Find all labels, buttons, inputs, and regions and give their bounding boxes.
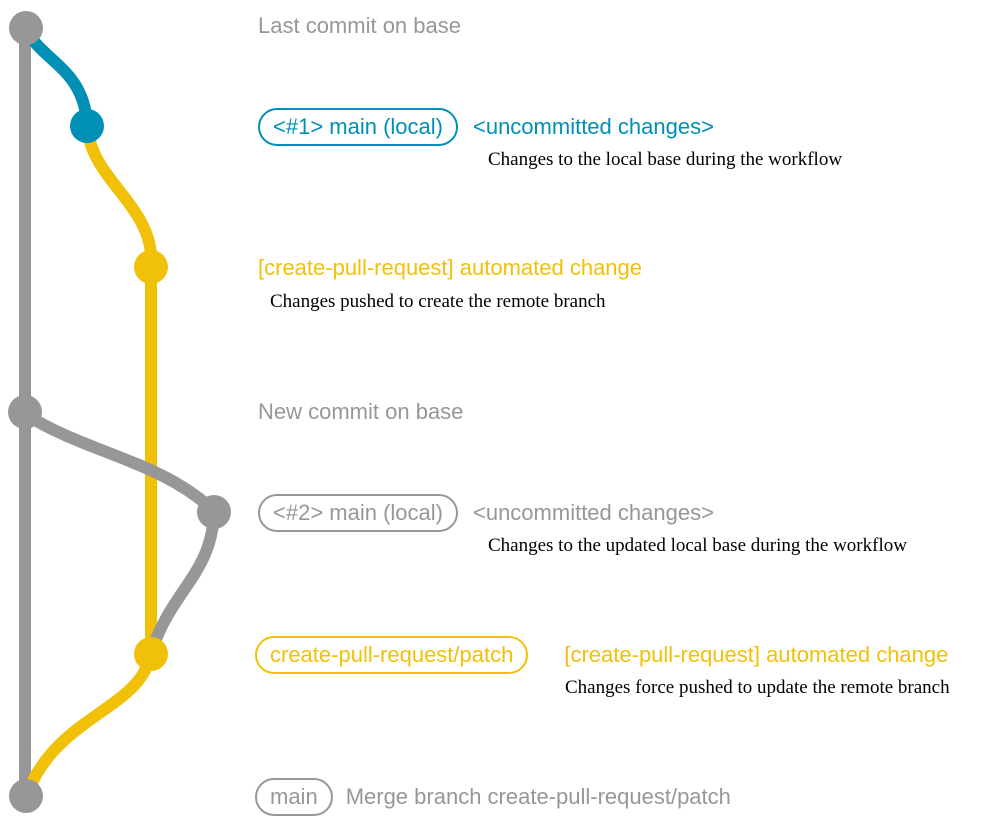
commit-dot-new-commit-on-base [8, 395, 42, 429]
row-merge: main Merge branch create-pull-request/pa… [255, 777, 731, 817]
commit-dot-automated-change-1 [134, 250, 168, 284]
commit-message: [create-pull-request] automated change [258, 255, 643, 280]
commit-message: Last commit on base [258, 13, 461, 38]
commit-line: <#1> main (local) <uncommitted changes> [258, 107, 842, 147]
commit-line: main Merge branch create-pull-request/pa… [255, 777, 731, 817]
row-uncommitted-changes-2: <#2> main (local) <uncommitted changes> … [258, 493, 907, 559]
row-automated-change-2: create-pull-request/patch [create-pull-r… [255, 635, 950, 701]
commit-dot-automated-change-2 [134, 637, 168, 671]
commit-message: <uncommitted changes> [472, 500, 714, 525]
branch-label-main-local-2: <#2> main (local) [258, 494, 458, 532]
commit-dot-uncommitted-changes-1 [70, 109, 104, 143]
commit-note: Changes pushed to create the remote bran… [270, 291, 606, 312]
commit-message: Merge branch create-pull-request/patch [345, 784, 731, 809]
commit-note: Changes to the local base during the wor… [488, 149, 843, 170]
commit-message: [create-pull-request] automated change [564, 642, 949, 667]
git-graph [8, 11, 231, 813]
row-last-commit: Last commit on base [258, 12, 461, 40]
branch-label-create-pull-request-patch: create-pull-request/patch [255, 636, 529, 674]
uncommitted-changes-branch-line [21, 27, 93, 125]
commit-line: create-pull-request/patch [create-pull-r… [255, 635, 950, 675]
main-local-2-branch-line [21, 408, 219, 516]
commit-dot-merge [9, 779, 43, 813]
commit-line: <#2> main (local) <uncommitted changes> [258, 493, 907, 533]
row-uncommitted-changes-1: <#1> main (local) <uncommitted changes> … [258, 107, 842, 173]
commit-message: <uncommitted changes> [472, 114, 714, 139]
commit-dot-last-commit-on-base [9, 11, 43, 45]
branch-label-main: main [255, 778, 333, 816]
commit-note: Changes force pushed to update the remot… [565, 677, 950, 698]
commit-note: Changes to the updated local base during… [488, 535, 907, 556]
row-automated-change-1: [create-pull-request] automated change C… [258, 254, 642, 315]
commit-message: New commit on base [258, 399, 464, 424]
branch-label-main-local-1: <#1> main (local) [258, 108, 458, 146]
commit-dot-uncommitted-changes-2 [197, 495, 231, 529]
row-new-commit: New commit on base [258, 398, 463, 426]
main-local-2-merge-line [146, 513, 220, 652]
